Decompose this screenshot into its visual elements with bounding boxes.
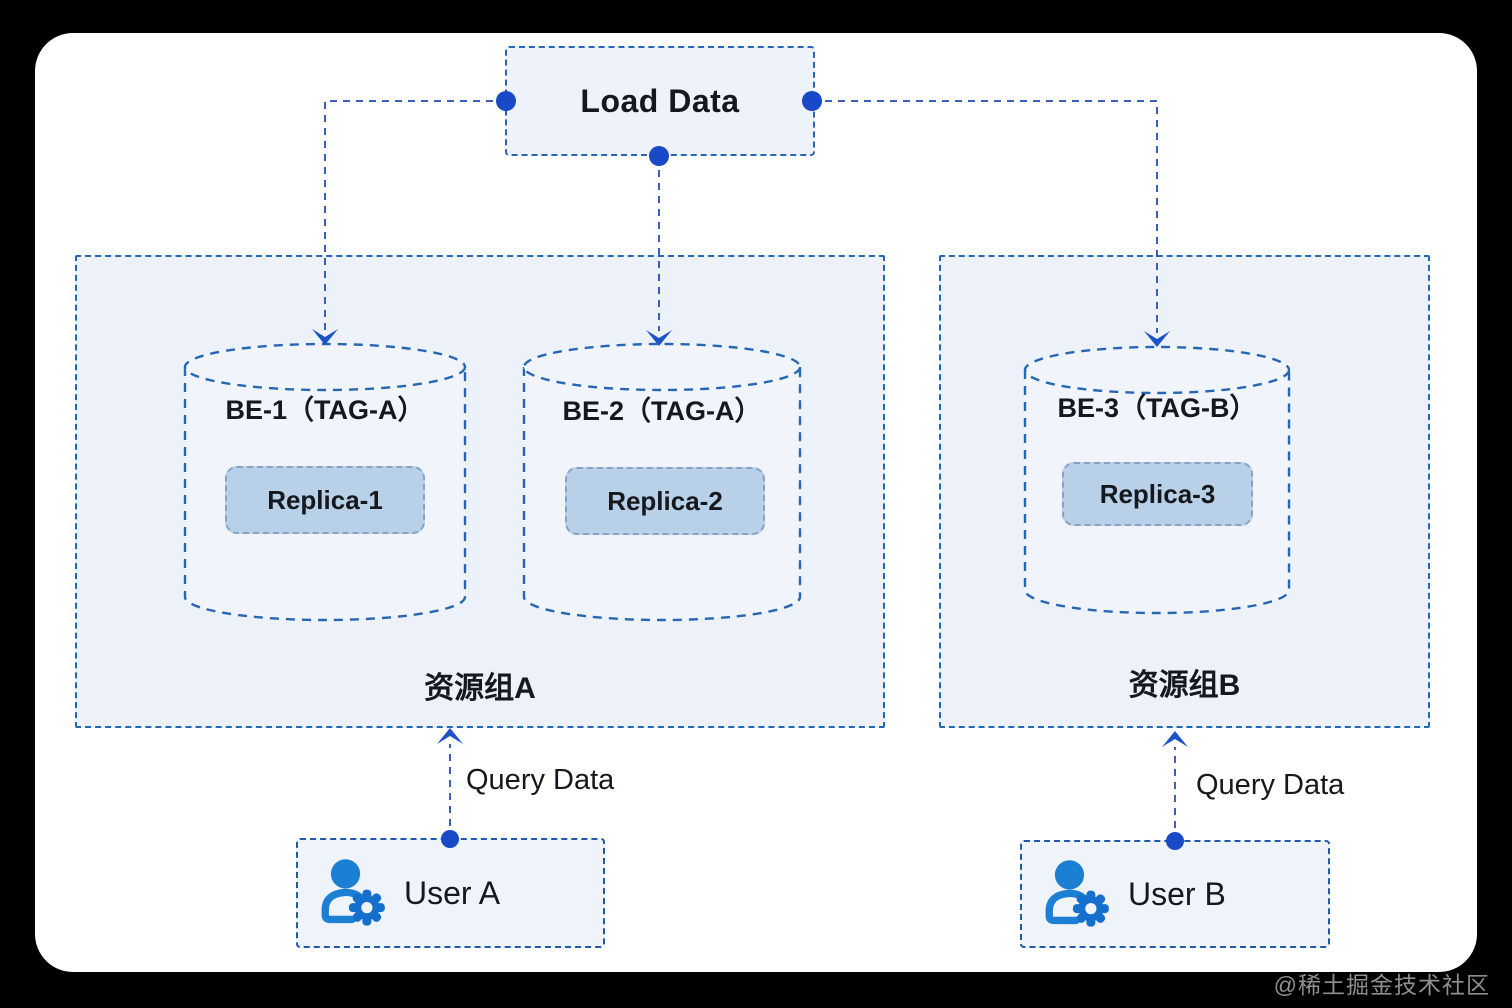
gear-icon: [348, 889, 385, 926]
resource-group-b-label: 资源组B: [1128, 669, 1241, 702]
load-data-label: Load Data: [580, 82, 740, 119]
query-data-label-b: Query Data: [1196, 769, 1345, 801]
watermark: @稀土掘金技术社区: [1273, 972, 1490, 998]
be3-title: BE-3（TAG-B）: [1057, 393, 1257, 423]
replica-3-box: Replica-3: [1062, 462, 1253, 526]
user-settings-icon: [321, 859, 385, 926]
user-a-label: User A: [404, 874, 501, 911]
replica-1-box: Replica-1: [225, 466, 425, 534]
load-data-box: Load Data: [505, 46, 815, 156]
be2-title: BE-2（TAG-A）: [562, 396, 762, 426]
query-data-label-a: Query Data: [466, 764, 615, 796]
replica-2-box: Replica-2: [565, 467, 765, 535]
be1-title: BE-1（TAG-A）: [225, 395, 425, 425]
user-b-box: User B: [1020, 840, 1330, 948]
user-settings-icon: [1045, 860, 1109, 927]
user-b-label: User B: [1128, 875, 1226, 912]
gear-icon: [1072, 890, 1109, 927]
resource-group-a-label: 资源组A: [424, 672, 536, 705]
user-a-box: User A: [296, 838, 605, 948]
